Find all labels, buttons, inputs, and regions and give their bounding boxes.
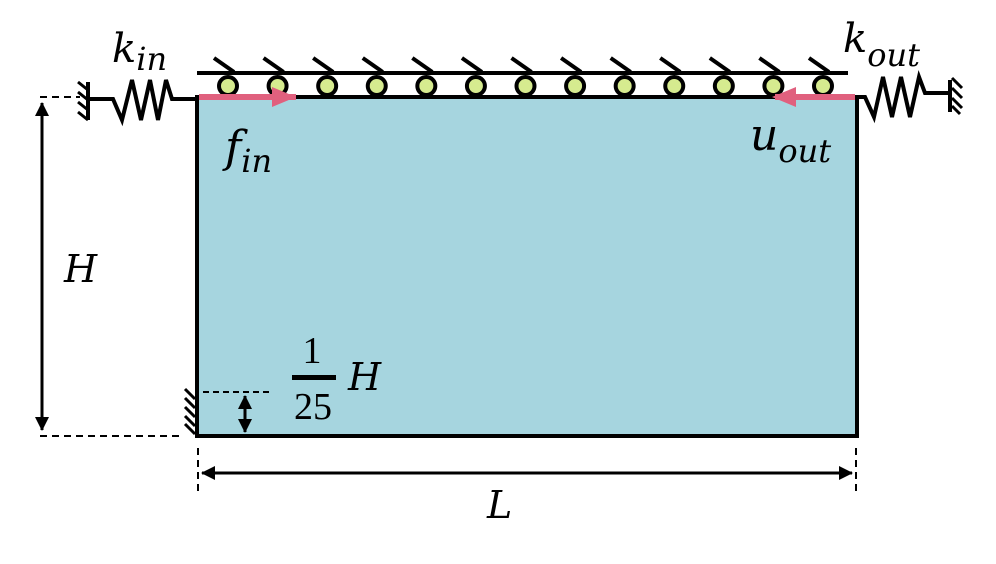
fraction-denominator: 25 — [294, 386, 332, 428]
hatch-mark — [807, 56, 831, 74]
k-in-label: kin — [112, 26, 167, 78]
fraction-numerator: 1 — [303, 330, 322, 372]
roller — [613, 75, 636, 97]
output-spring — [857, 70, 964, 124]
support-height-dimension — [203, 391, 270, 433]
input-force-arrowhead — [272, 87, 296, 107]
hatch-mark — [411, 56, 434, 74]
hatch-mark — [559, 56, 583, 74]
roller — [464, 75, 487, 97]
roller — [812, 75, 834, 97]
hatch-mark — [708, 56, 731, 74]
hatch-mark — [609, 56, 632, 74]
height-dimension — [35, 102, 182, 437]
f-in-label: fin — [222, 122, 272, 180]
u-out-label: uout — [750, 110, 831, 170]
roller-support — [197, 56, 848, 97]
input-spring — [40, 79, 197, 127]
hatch-mark — [758, 56, 781, 74]
height-label: H — [63, 247, 98, 291]
roller — [514, 75, 537, 97]
hatch-mark — [460, 56, 484, 74]
hatch-mark — [312, 56, 335, 74]
fraction-variable: H — [347, 355, 382, 399]
hatch-mark — [212, 56, 236, 74]
roller — [217, 75, 239, 97]
output-displacement-arrowhead — [772, 87, 796, 107]
k-out-label: kout — [843, 16, 920, 74]
roller — [663, 75, 686, 97]
length-dimension — [197, 448, 857, 496]
hatch-mark — [659, 56, 682, 74]
length-label: L — [486, 483, 512, 527]
roller — [316, 75, 339, 97]
roller — [415, 75, 438, 97]
roller — [762, 75, 785, 97]
hatch-mark — [262, 56, 285, 74]
roller — [365, 75, 388, 97]
hatch-mark — [510, 56, 533, 74]
fraction-bar — [292, 375, 336, 380]
hatch-mark — [361, 56, 384, 74]
bottom-left-support — [183, 387, 197, 436]
roller — [712, 75, 735, 97]
roller — [564, 75, 587, 97]
